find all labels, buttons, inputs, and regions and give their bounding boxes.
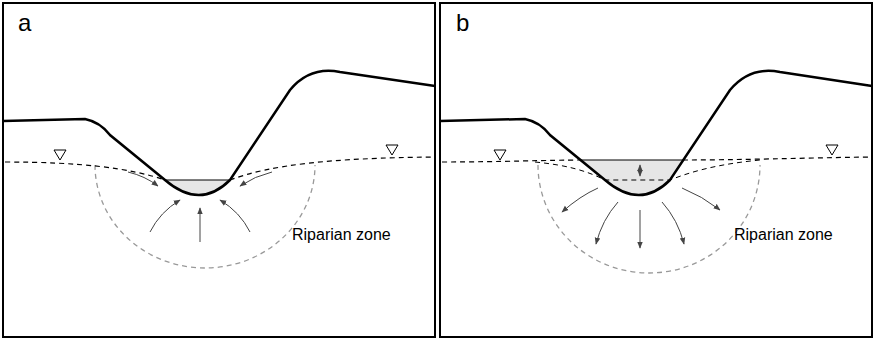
panel-letter: a — [18, 10, 31, 36]
ground-surface — [440, 71, 872, 195]
flow-arrows — [562, 188, 720, 248]
water-table-symbol — [826, 145, 838, 155]
water-table-symbol — [54, 150, 66, 160]
panel-b — [440, 3, 872, 337]
riparian-outline — [95, 165, 315, 268]
stage-rise-arrow — [640, 165, 641, 176]
flow-arrows — [128, 172, 272, 242]
water-table — [683, 157, 870, 160]
region-label: Riparian zone — [292, 226, 391, 244]
water-surface — [581, 160, 683, 161]
panel-frame — [3, 3, 435, 337]
water-table — [442, 160, 581, 162]
water-table-symbol — [386, 145, 398, 155]
panel-frame — [440, 3, 872, 337]
ground-surface — [3, 71, 435, 195]
stream-water — [581, 160, 683, 195]
panel-letter: b — [456, 10, 469, 36]
water-table-symbol — [494, 150, 506, 160]
region-label: Riparian zone — [734, 226, 833, 244]
panel-a — [3, 3, 435, 337]
water-table — [5, 162, 165, 180]
former-water-table — [535, 160, 760, 180]
water-table — [230, 157, 435, 180]
